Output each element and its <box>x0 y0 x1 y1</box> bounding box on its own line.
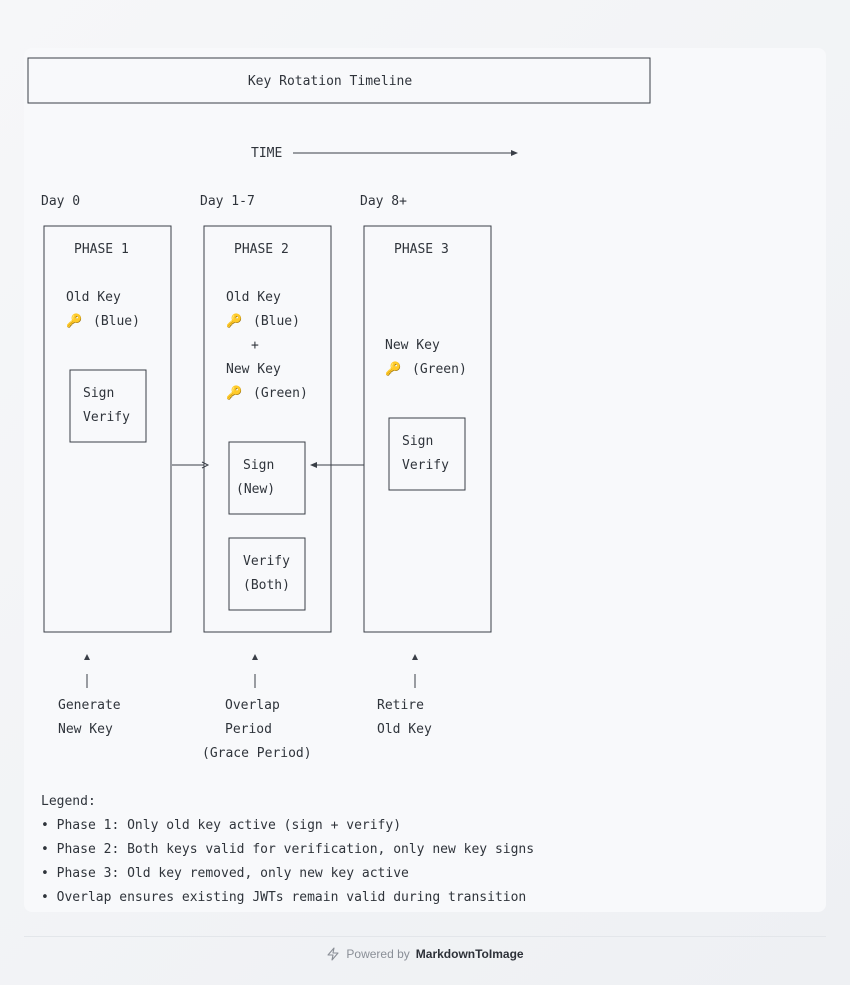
day-1-7-label: Day 1-7 <box>200 194 255 209</box>
bolt-icon <box>327 947 339 961</box>
up-arrow-1 <box>84 654 90 660</box>
phase-2-label: PHASE 2 <box>234 242 289 257</box>
footer-divider <box>24 936 826 937</box>
phase-1-box <box>43 225 172 633</box>
footer: Powered by MarkdownToImage <box>0 944 850 964</box>
key-rotation-diagram: Key Rotation Timeline TIME Day 0 Day 1-7… <box>27 57 651 905</box>
phase-2-sign-new: (New) <box>236 482 275 497</box>
legend-title: Legend: <box>41 794 96 809</box>
time-label: TIME <box>251 146 282 161</box>
phase-1-old-key-color: (Blue) <box>93 314 140 329</box>
phase-1-label: PHASE 1 <box>74 242 129 257</box>
phase-3-new-key: New Key <box>385 338 440 353</box>
annotation-1-line-1: Generate <box>58 698 121 713</box>
phase-2-old-key-color: (Blue) <box>253 314 300 329</box>
diagram-card: Key Rotation Timeline TIME Day 0 Day 1-7… <box>24 48 826 912</box>
phase-3-verify: Verify <box>402 458 449 473</box>
phase-2-new-key-color: (Green) <box>253 386 308 401</box>
phase-2-new-key: New Key <box>226 362 281 377</box>
up-arrow-3 <box>412 654 418 660</box>
diagram-title: Key Rotation Timeline <box>248 74 413 89</box>
arrow-phase1-head <box>201 461 210 469</box>
legend-item: • Phase 3: Old key removed, only new key… <box>41 866 409 881</box>
phase-2-plus: + <box>251 338 259 353</box>
footer-prefix: Powered by <box>346 947 410 961</box>
phase-2-verify: Verify <box>243 554 290 569</box>
phase-1-verify: Verify <box>83 410 130 425</box>
day-8-label: Day 8+ <box>360 194 407 209</box>
phase-2-verify-both: (Both) <box>243 578 290 593</box>
legend-item: • Overlap ensures existing JWTs remain v… <box>41 890 526 905</box>
phase-3-box <box>363 225 492 633</box>
up-arrow-2 <box>252 654 258 660</box>
key-icon: 🔑 <box>66 312 82 329</box>
phase-1-sign: Sign <box>83 386 114 401</box>
key-icon: 🔑 <box>385 360 401 377</box>
phase-3-sign: Sign <box>402 434 433 449</box>
phase-2-box <box>203 225 332 633</box>
annotation-1-line-2: New Key <box>58 722 113 737</box>
title-box <box>27 57 651 104</box>
phase-2-sign-box <box>228 441 306 515</box>
phase-2-verify-box <box>228 537 306 611</box>
annotation-3-line-1: Retire <box>377 698 424 713</box>
day-0-label: Day 0 <box>41 194 80 209</box>
phase-2-sign: Sign <box>243 458 274 473</box>
phase-1-old-key: Old Key <box>66 290 121 305</box>
phase-3-label: PHASE 3 <box>394 242 449 257</box>
key-icon: 🔑 <box>226 312 242 329</box>
phase-1-sign-verify-box <box>69 369 147 443</box>
phase-2-old-key: Old Key <box>226 290 281 305</box>
annotation-3-line-2: Old Key <box>377 722 432 737</box>
legend-item: • Phase 2: Both keys valid for verificat… <box>41 842 534 857</box>
annotation-2-line-3: (Grace Period) <box>202 746 312 761</box>
phase-3-sign-verify-box <box>388 417 466 491</box>
footer-brand-link[interactable]: MarkdownToImage <box>415 947 524 961</box>
key-icon: 🔑 <box>226 384 242 401</box>
phase-3-new-key-color: (Green) <box>412 362 467 377</box>
annotation-2-line-1: Overlap <box>225 698 280 713</box>
time-arrowhead <box>511 150 518 156</box>
annotation-2-line-2: Period <box>225 722 272 737</box>
legend-item: • Phase 1: Only old key active (sign + v… <box>41 818 401 833</box>
arrow-phase3-head <box>310 462 317 468</box>
